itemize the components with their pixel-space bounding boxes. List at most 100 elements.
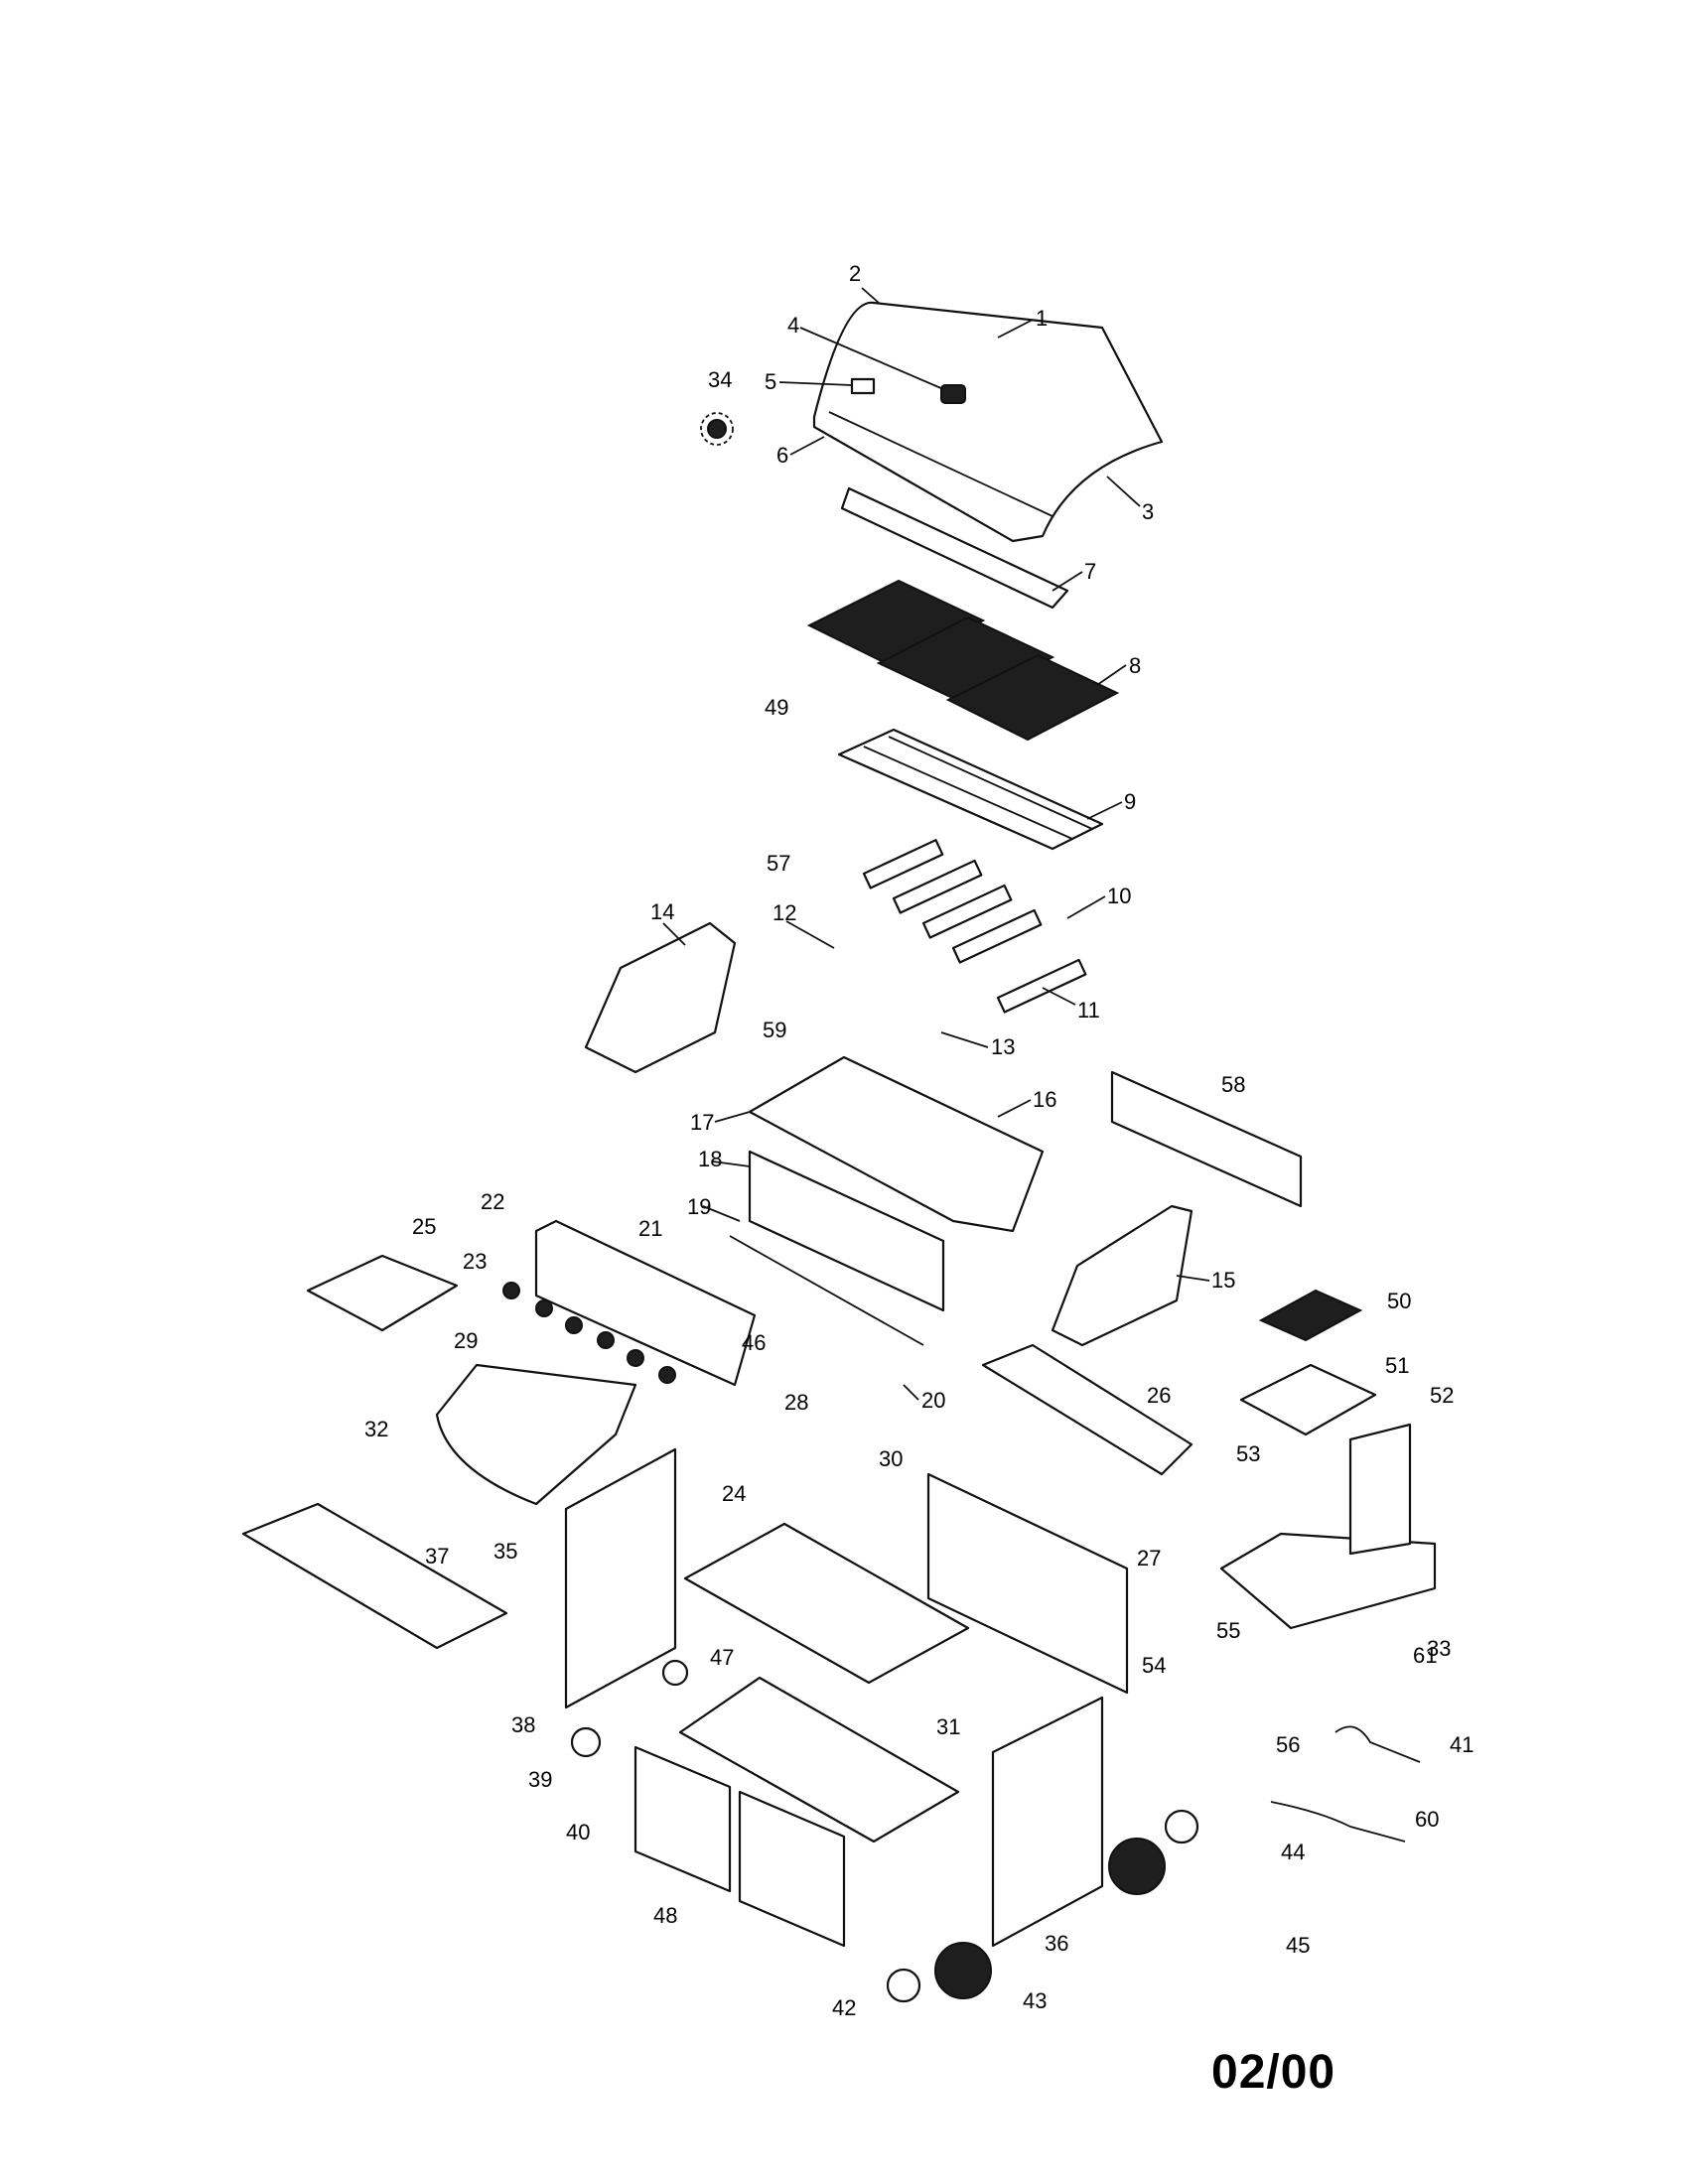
- part-label: 35: [493, 1539, 517, 1564]
- hubcap-left: [886, 1968, 921, 2003]
- part-label: 53: [1236, 1441, 1260, 1466]
- part-label: 6: [776, 443, 788, 468]
- right-cart-frame: [991, 1696, 1104, 1948]
- part-label: 50: [1387, 1289, 1411, 1313]
- flavor-bars: [837, 728, 1104, 851]
- part-label: 47: [710, 1645, 734, 1670]
- lid-knob: [707, 419, 727, 439]
- part-label: 23: [463, 1249, 487, 1274]
- part-label: 3: [1142, 499, 1154, 524]
- part-label: 21: [638, 1216, 662, 1241]
- part-label: 7: [1084, 559, 1096, 584]
- part-label: 5: [765, 369, 776, 394]
- part-label: 26: [1147, 1383, 1171, 1408]
- part-label: 43: [1023, 1988, 1047, 2013]
- part-label: 46: [742, 1330, 766, 1355]
- burner-tubes: [862, 839, 1087, 1014]
- part-label: 2: [849, 261, 861, 286]
- gas-manifold: [729, 1235, 924, 1346]
- side-burner-plate: [1239, 1363, 1377, 1436]
- wheel-right: [1108, 1838, 1166, 1895]
- lid: [812, 301, 1164, 543]
- part-label: 13: [991, 1034, 1015, 1059]
- part-label: 19: [687, 1194, 711, 1219]
- date-code: 02/00: [1211, 2046, 1336, 2099]
- side-burner-grate: [1258, 1289, 1363, 1342]
- leader-lines: [662, 287, 1210, 1401]
- part-label: 14: [650, 899, 674, 924]
- part-label: 60: [1415, 1807, 1439, 1832]
- part-label: 61: [1413, 1643, 1437, 1668]
- left-cart-frame: [564, 1447, 677, 1709]
- part-label: 28: [784, 1390, 808, 1415]
- part-label: 31: [936, 1714, 960, 1739]
- part-label: 42: [832, 1995, 856, 2020]
- part-label: 52: [1430, 1383, 1454, 1408]
- part-label: 44: [1281, 1840, 1305, 1864]
- cabinet-door-right: [738, 1790, 846, 1948]
- left-side-shelf: [435, 1363, 637, 1506]
- cooking-grates: [806, 579, 1120, 742]
- part-label: 12: [772, 900, 796, 925]
- part-label: 25: [412, 1214, 436, 1239]
- warming-rack: [241, 1502, 508, 1650]
- front-control-panel: [534, 1219, 757, 1387]
- part-label: 38: [511, 1712, 535, 1737]
- right-side-panel: [1051, 1204, 1193, 1347]
- regulator-hose: [1270, 1801, 1406, 1843]
- control-panel-back: [748, 1150, 945, 1312]
- left-side-panel: [584, 921, 737, 1074]
- part-label: 34: [708, 367, 732, 392]
- part-label: 15: [1211, 1268, 1235, 1293]
- part-label: 20: [921, 1388, 945, 1413]
- bottom-shelf: [683, 1522, 970, 1685]
- part-label: 1: [1036, 306, 1048, 331]
- part-label: 10: [1107, 884, 1131, 908]
- part-label: 48: [653, 1903, 677, 1928]
- part-labels: 1 2 3 4 5 6 7 8 9 10 11 12 13 14 15 16 1…: [364, 261, 1474, 2020]
- caster: [570, 1726, 602, 1758]
- part-label: 11: [1077, 998, 1100, 1023]
- part-label: 59: [763, 1018, 786, 1042]
- part-label: 29: [454, 1328, 478, 1353]
- control-knobs: [502, 1282, 676, 1384]
- firebox: [748, 1055, 1045, 1233]
- part-label: 49: [765, 695, 788, 720]
- part-label: 55: [1216, 1618, 1240, 1643]
- part-label: 58: [1221, 1072, 1245, 1097]
- part-label: 54: [1142, 1653, 1166, 1678]
- part-label: 17: [690, 1110, 714, 1135]
- right-side-burner-shelf: [1219, 1532, 1437, 1630]
- part-label: 8: [1129, 653, 1141, 678]
- cabinet-back-panel: [926, 1472, 1129, 1695]
- hubcap-right: [1164, 1809, 1199, 1844]
- part-label: 30: [879, 1446, 903, 1471]
- part-label: 22: [481, 1189, 504, 1214]
- caster-rear: [661, 1659, 689, 1687]
- part-label: 41: [1450, 1732, 1474, 1757]
- side-burner-hose: [1334, 1725, 1421, 1763]
- wheel-left: [934, 1942, 992, 1999]
- part-label: 32: [364, 1417, 388, 1441]
- part-label: 57: [767, 851, 790, 876]
- part-label: 24: [722, 1481, 746, 1506]
- part-label: 56: [1276, 1732, 1300, 1757]
- lid-badge: [850, 377, 876, 395]
- grease-tray: [306, 1254, 459, 1332]
- part-label: 40: [566, 1820, 590, 1844]
- part-label: 39: [528, 1767, 552, 1792]
- lid-thermometer: [940, 384, 966, 404]
- cabinet-bottom-tray: [678, 1676, 960, 1843]
- part-label: 36: [1045, 1931, 1068, 1956]
- part-label: 51: [1385, 1353, 1409, 1378]
- rear-panel: [1110, 1070, 1303, 1208]
- part-label: 4: [787, 313, 799, 338]
- part-label: 37: [425, 1544, 449, 1569]
- part-label: 27: [1137, 1546, 1161, 1570]
- part-label: 18: [698, 1147, 722, 1171]
- part-label: 33: [1427, 1636, 1451, 1661]
- drip-pan: [981, 1343, 1193, 1476]
- part-label: 16: [1033, 1087, 1056, 1112]
- heat-shield: [840, 486, 1069, 610]
